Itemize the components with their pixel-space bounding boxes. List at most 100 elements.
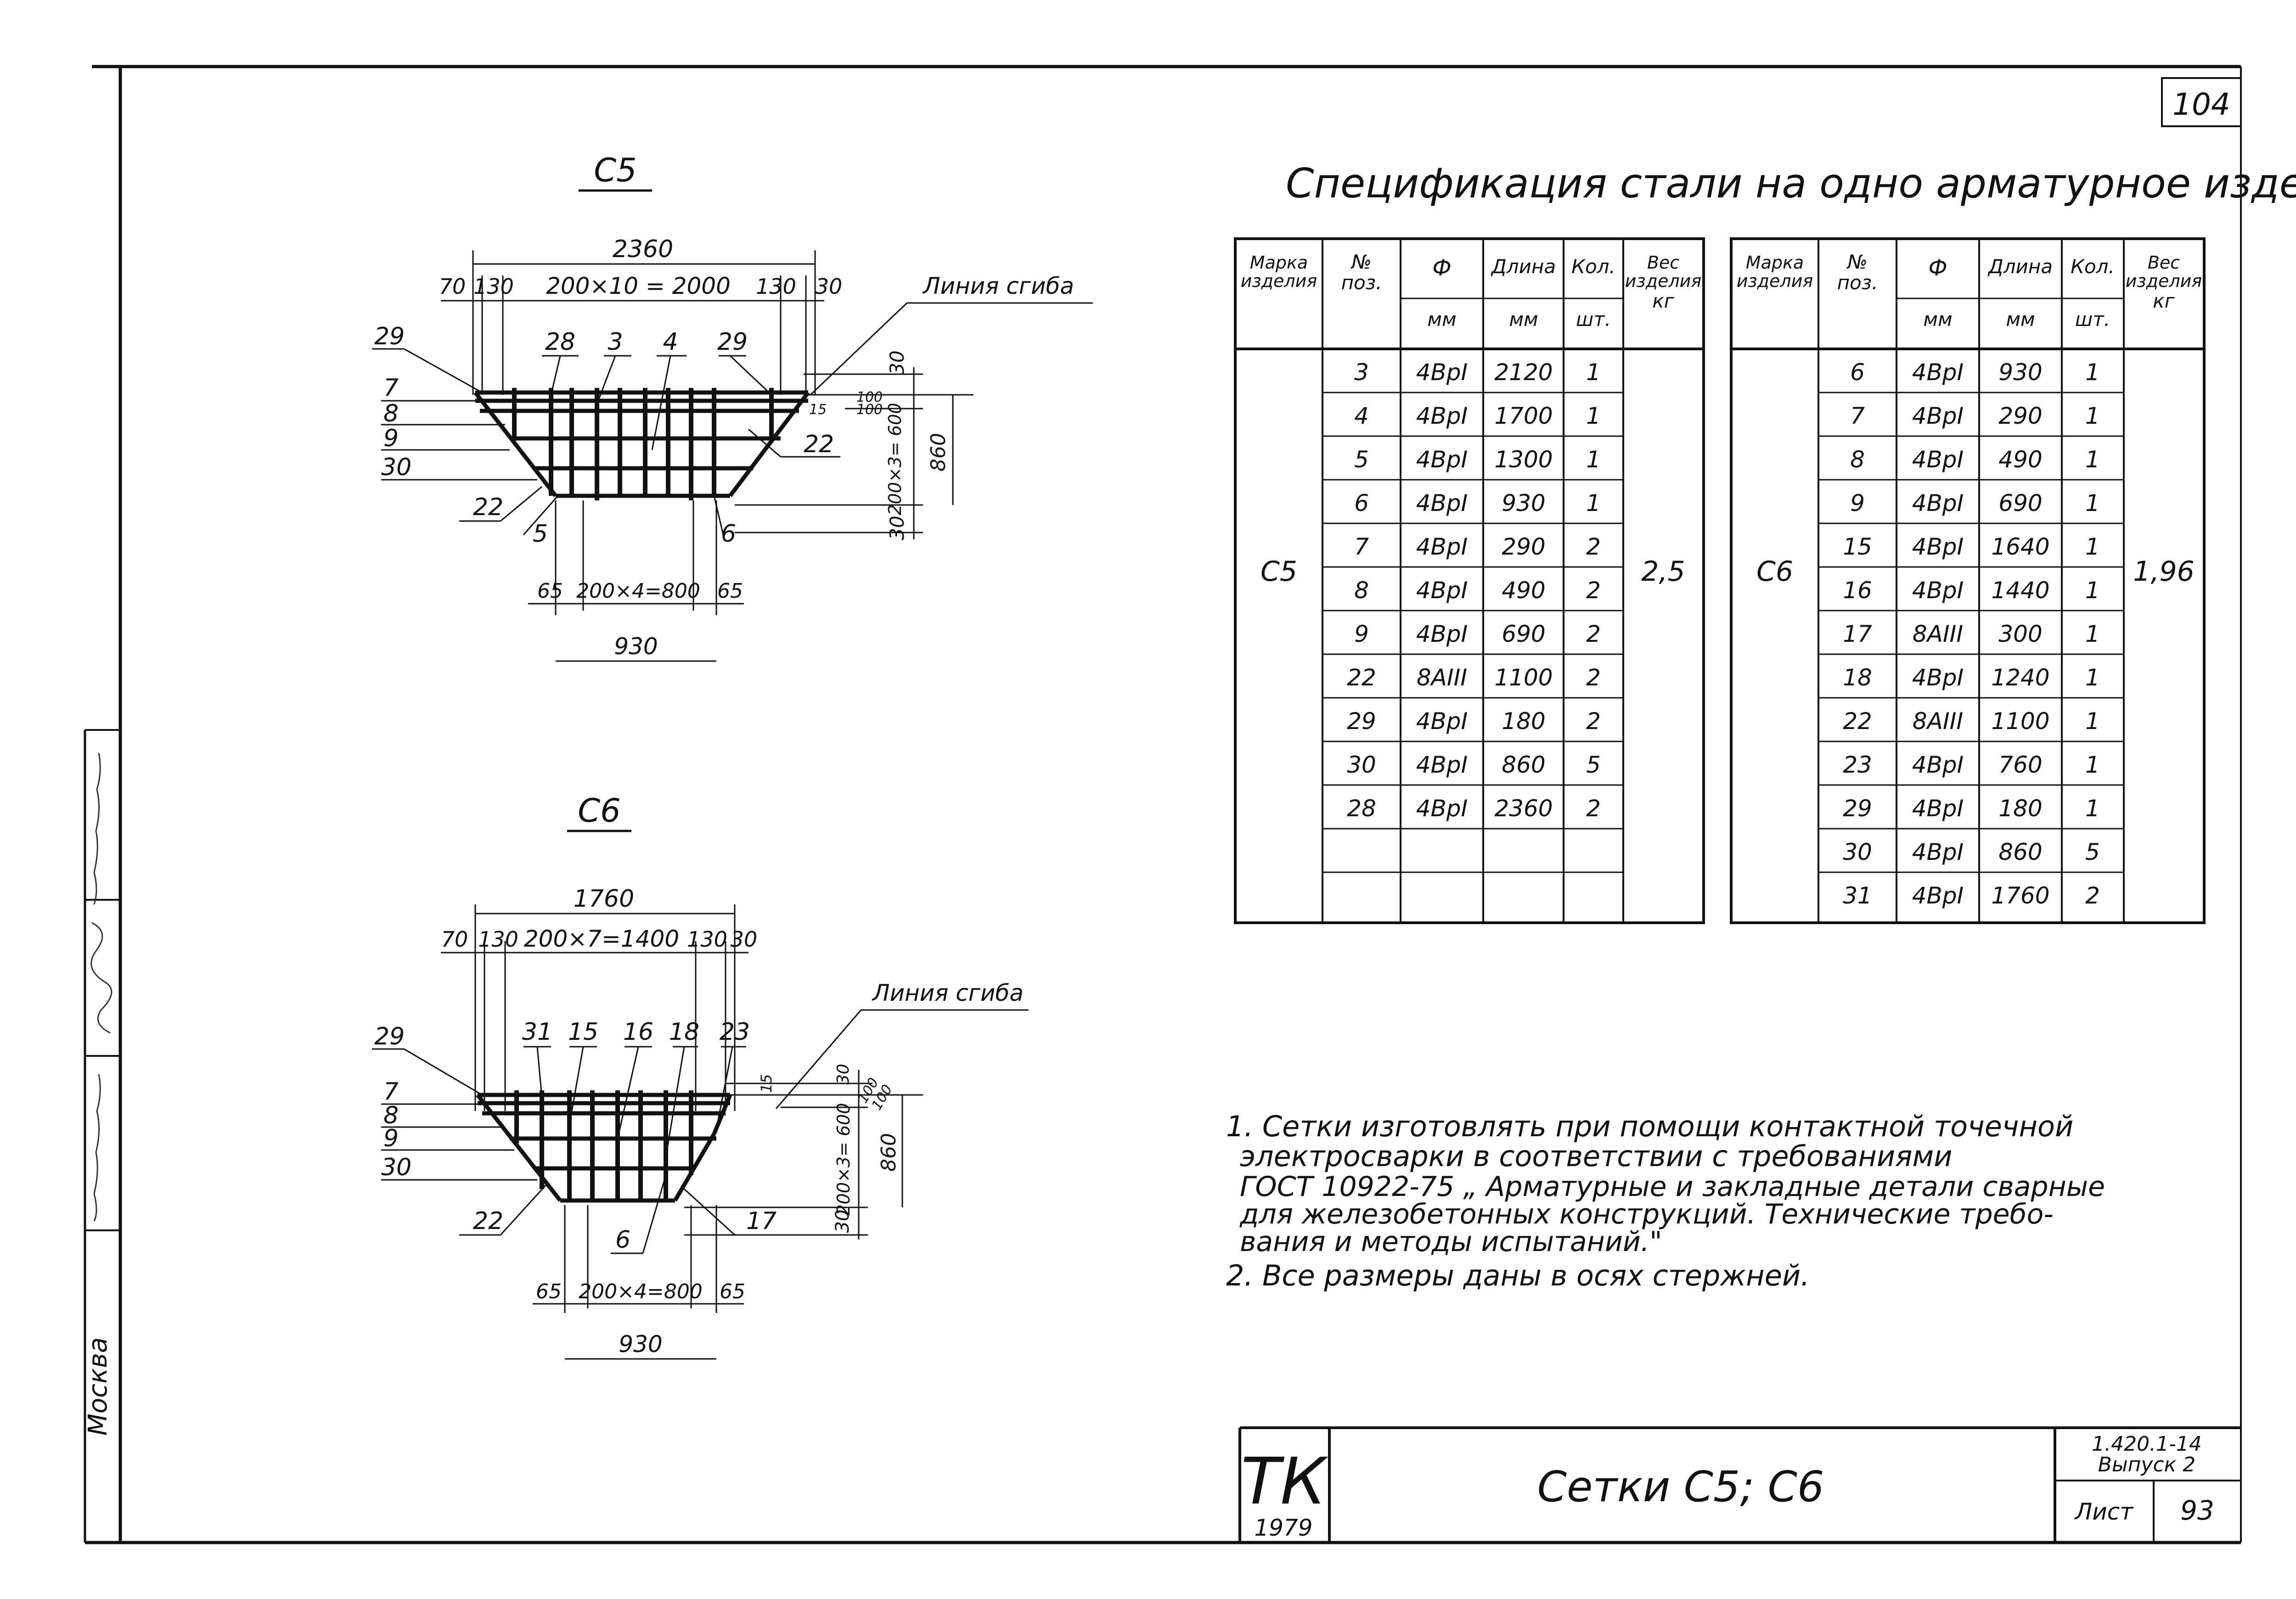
c5-row-10-length: 860 xyxy=(1502,752,1545,778)
c6-row-12-pos: 30 xyxy=(1843,839,1872,865)
c6-title: С6 xyxy=(578,792,620,830)
c6-row-1-length: 930 xyxy=(1998,359,2042,386)
c6-row-10-qty: 1 xyxy=(2085,752,2100,778)
drawing-title: Сетки С5; С6 xyxy=(1537,1462,1824,1511)
c5-dim-65-left: 65 xyxy=(537,579,563,603)
c6-row-5-pos: 15 xyxy=(1843,533,1872,560)
sheet-frame xyxy=(84,65,2242,1544)
c5-overall-dim: 2360 xyxy=(613,236,673,263)
c6-pos-9: 9 xyxy=(383,1125,399,1152)
c6-pos-7: 7 xyxy=(383,1078,399,1105)
c5-dim-130-left: 130 xyxy=(473,274,514,299)
c5-pos-9: 9 xyxy=(383,425,399,452)
note-line-5: вания и методы испытаний." xyxy=(1240,1226,1662,1258)
c6-row-9-length: 1100 xyxy=(1991,708,2049,735)
title-block: ТК 1979 Сетки С5; С6 1.420.1-14 Выпуск 2… xyxy=(1238,1426,2241,1543)
c6-row-11-dia: 4ВрI xyxy=(1912,795,1964,822)
c5-dim-100-a: 100 xyxy=(856,389,883,405)
c6-row-13-qty: 2 xyxy=(2085,882,2100,909)
c5-row-9-dia: 4ВрI xyxy=(1416,708,1468,735)
c5-dim-65-right: 65 xyxy=(717,579,743,603)
note-line-4: для железобетонных конструкций. Техничес… xyxy=(1239,1198,2054,1230)
c6-dim-bottom-center: 200×4=800 xyxy=(579,1280,703,1303)
c5-mark-cell: С5 xyxy=(1261,555,1297,588)
note-line-3: ГОСТ 10922-75 „ Арматурные и закладные д… xyxy=(1240,1171,2105,1203)
c5-row-3-length: 1300 xyxy=(1494,446,1553,473)
c6-dim-right-600: 200×3= 600 xyxy=(833,1103,854,1216)
c6-dim-center: 200×7=1400 xyxy=(524,926,679,952)
c6-header-length: Длина xyxy=(1987,255,2053,278)
c6-row-10-length: 760 xyxy=(1998,752,2042,778)
c5-row-1-length: 2120 xyxy=(1494,359,1553,386)
c6-dim-930: 930 xyxy=(619,1331,662,1358)
c5-row-9-qty: 2 xyxy=(1586,708,1601,735)
c5-row-9-pos: 29 xyxy=(1347,708,1376,735)
c6-row-2-pos: 7 xyxy=(1850,403,1865,429)
issue: Выпуск 2 xyxy=(2098,1453,2195,1476)
c5-row-1-dia: 4ВрI xyxy=(1416,359,1468,386)
c5-pos-8: 8 xyxy=(383,400,399,427)
c6-row-8-length: 1240 xyxy=(1991,664,2049,691)
c6-row-12-dia: 4ВрI xyxy=(1912,839,1964,865)
c6-dim-65-left: 65 xyxy=(536,1280,562,1303)
c6-dim-130-right: 130 xyxy=(687,927,727,952)
sheet-number: 93 xyxy=(2180,1495,2214,1526)
c6-header-dia: Ф xyxy=(1928,255,1947,281)
c6-row-11-length: 180 xyxy=(1998,795,2042,822)
c5-row-11-pos: 28 xyxy=(1347,795,1376,822)
c6-row-5-qty: 1 xyxy=(2085,533,2100,560)
c5-dim-930: 930 xyxy=(614,633,658,660)
note-line-1: 1. Сетки изготовлять при помощи контактн… xyxy=(1226,1110,2073,1143)
c6-dim-30-top: 30 xyxy=(834,1064,853,1085)
c5-row-8-length: 1100 xyxy=(1494,664,1553,691)
c5-dim-right-30-top: 30 xyxy=(886,350,908,375)
c5-unit-qty: шт. xyxy=(1576,308,1611,331)
c5-pos-22-right: 22 xyxy=(804,431,834,458)
c5-row-11-length: 2360 xyxy=(1494,795,1553,822)
c5-bend-label: Линия сгиба xyxy=(922,273,1074,299)
c5-dim-right-30-bottom: 30 xyxy=(886,516,908,540)
c6-row-12-qty: 5 xyxy=(2085,839,2100,865)
c5-pos-7: 7 xyxy=(383,374,399,402)
c6-pos-22: 22 xyxy=(473,1207,503,1235)
c6-dim-130-left: 130 xyxy=(478,927,518,952)
c5-row-3-pos: 5 xyxy=(1354,446,1369,473)
c6-row-3-qty: 1 xyxy=(2085,446,2100,473)
c6-header-pos-1: № xyxy=(1846,251,1868,273)
note-line-6: 2. Все размеры даны в осях стержней. xyxy=(1226,1259,1810,1292)
c6-header-pos-2: поз. xyxy=(1837,271,1878,294)
c6-row-1-pos: 6 xyxy=(1850,359,1865,386)
c5-row-7-pos: 9 xyxy=(1354,621,1369,647)
c6-dim-30: 30 xyxy=(731,927,758,952)
c5-dim-right-600: 200×3= 600 xyxy=(885,403,905,516)
c5-row-8-dia: 8АIII xyxy=(1417,664,1467,691)
c5-unit-weight: кг xyxy=(1652,290,1674,312)
c5-row-8-pos: 22 xyxy=(1347,664,1376,691)
c6-row-1-qty: 1 xyxy=(2085,359,2100,386)
series-code: 1.420.1-14 xyxy=(2092,1432,2202,1456)
c5-unit-length: мм xyxy=(1509,308,1538,331)
c5-pos-29-left: 29 xyxy=(374,323,405,350)
c6-row-13-pos: 31 xyxy=(1843,882,1872,909)
c5-row-2-dia: 4ВрI xyxy=(1416,403,1468,429)
c5-row-10-pos: 30 xyxy=(1347,752,1376,778)
c5-weight-cell: 2,5 xyxy=(1641,555,1685,588)
c5-unit-dia: мм xyxy=(1427,308,1456,331)
c5-row-3-dia: 4ВрI xyxy=(1416,446,1468,473)
note-line-2: электросварки в соответствии с требовани… xyxy=(1240,1139,1953,1173)
spec-table-c6: Марка изделия № поз. Ф Длина Кол. Вес из… xyxy=(1730,237,2206,924)
c6-unit-length: мм xyxy=(2006,308,2035,331)
c5-dim-bottom-center: 200×4=800 xyxy=(576,579,700,603)
c5-row-6-qty: 2 xyxy=(1586,577,1601,604)
c5-pos-28: 28 xyxy=(545,328,575,356)
c5-row-2-length: 1700 xyxy=(1494,403,1553,429)
c5-row-11-dia: 4ВрI xyxy=(1416,795,1468,822)
c5-pos-30: 30 xyxy=(381,454,411,481)
c6-row-3-length: 490 xyxy=(1998,446,2042,473)
c5-row-3-qty: 1 xyxy=(1586,446,1601,473)
c6-pos-8: 8 xyxy=(383,1102,399,1129)
c5-header-length: Длина xyxy=(1491,255,1556,278)
